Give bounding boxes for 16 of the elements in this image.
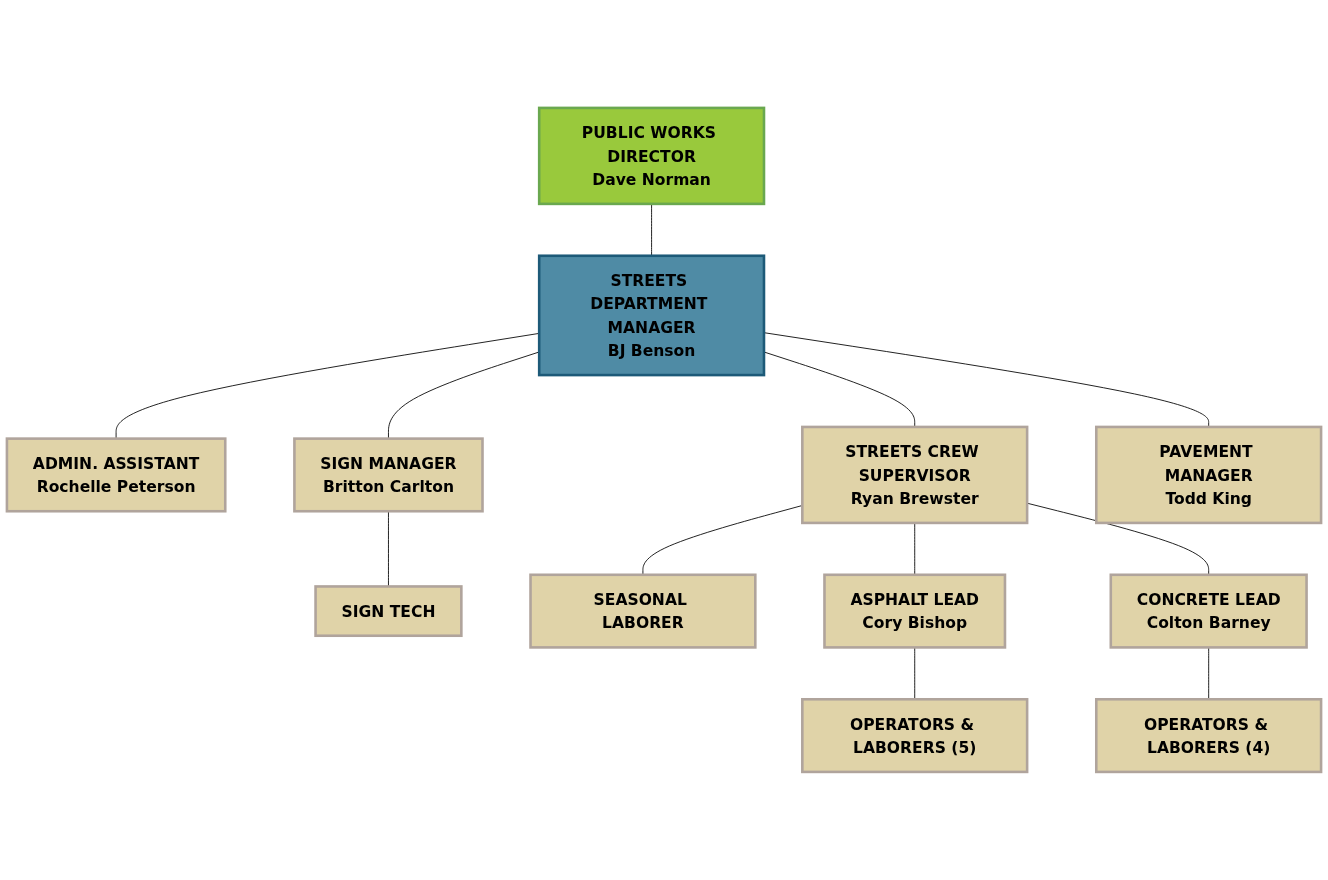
node-box: SIGN TECH [314, 585, 463, 638]
node-box: STREETS DEPARTMENT MANAGER BJ Benson [537, 254, 766, 377]
node-box: OPERATORS & LABORERS (4) [1095, 698, 1323, 774]
connector [1208, 647, 1210, 700]
connector [763, 332, 1210, 428]
node-box: ASPHALT LEAD Cory Bishop [823, 573, 1007, 649]
node-box: STREETS CREW SUPERVISOR Ryan Brewster [801, 425, 1029, 525]
node-box: SIGN MANAGER Britton Carlton [293, 437, 484, 513]
node-box: ADMIN. ASSISTANT Rochelle Peterson [5, 437, 227, 513]
node-box: PAVEMENT MANAGER Todd King [1095, 425, 1323, 525]
node-box: PUBLIC WORKS DIRECTOR Dave Norman [537, 106, 766, 206]
connector [914, 647, 916, 700]
connector [763, 351, 916, 428]
node-box: SEASONAL LABORER [529, 573, 757, 649]
node-box: CONCRETE LEAD Colton Barney [1109, 573, 1308, 649]
node-box: OPERATORS & LABORERS (5) [801, 698, 1029, 774]
